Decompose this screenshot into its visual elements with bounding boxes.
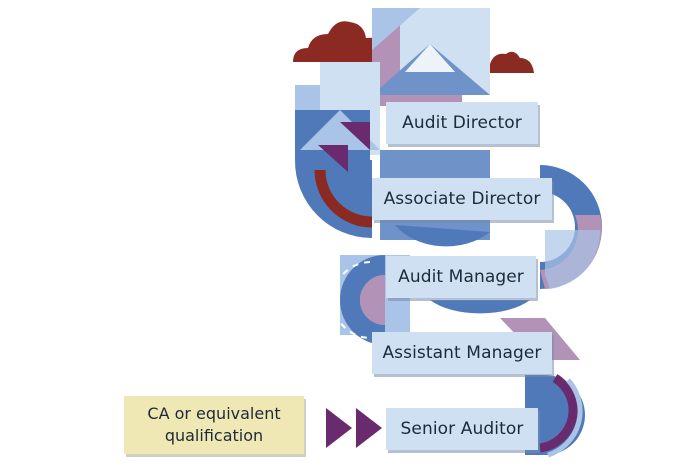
- upper-left-blocks: [294, 62, 380, 239]
- entry-qualification-line1: CA or equivalent: [147, 404, 281, 423]
- level-associate-director-label: Associate Director: [383, 189, 541, 209]
- level-associate-director: Associate Director: [372, 178, 552, 220]
- level-audit-director-label: Audit Director: [402, 113, 522, 133]
- entry-qualification-box: CA or equivalent qualification: [124, 396, 304, 454]
- entry-qualification-line2: qualification: [164, 426, 264, 445]
- cloud-right-icon: [480, 51, 534, 73]
- level-audit-manager-label: Audit Manager: [398, 267, 524, 287]
- cloud-left-icon: [293, 21, 398, 62]
- level-assistant-manager: Assistant Manager: [372, 332, 552, 374]
- level-senior-auditor-label: Senior Auditor: [400, 419, 524, 439]
- level-audit-manager: Audit Manager: [386, 256, 536, 298]
- arrow-chevrons-icon: [326, 408, 382, 448]
- level-senior-auditor: Senior Auditor: [386, 408, 538, 450]
- level-audit-director: Audit Director: [386, 102, 538, 144]
- mountain-peak-shape: [372, 8, 490, 106]
- level-assistant-manager-label: Assistant Manager: [382, 343, 542, 363]
